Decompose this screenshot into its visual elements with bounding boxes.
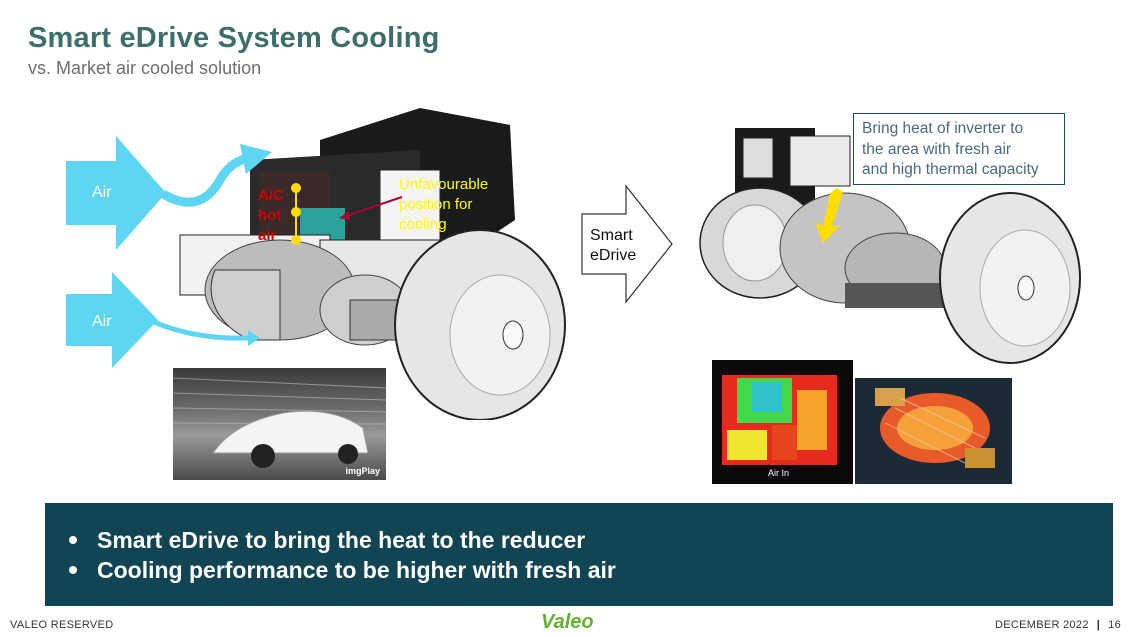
footer-date-page: DECEMBER 2022 | 16 bbox=[995, 619, 1121, 631]
air-bottom-label: Air bbox=[92, 313, 112, 330]
air-in-caption: Air In bbox=[768, 468, 790, 478]
air-arrow-icon bbox=[66, 272, 158, 368]
air-flow-arrow-icon bbox=[160, 144, 272, 207]
bullet-dot-icon bbox=[69, 565, 77, 574]
valeo-logo: Valeo bbox=[541, 611, 594, 633]
footer-separator: | bbox=[1096, 619, 1101, 631]
unfavourable-position-label: Unfavourable position for cooling bbox=[399, 176, 489, 233]
inverter-callout: Bring heat of inverter to the area with … bbox=[853, 113, 1065, 185]
air-arrow-icon bbox=[66, 136, 166, 250]
bullet-item: Cooling performance to be higher with fr… bbox=[69, 555, 1113, 585]
key-message-banner: Smart eDrive to bring the heat to the re… bbox=[45, 503, 1113, 606]
bullet-item: Smart eDrive to bring the heat to the re… bbox=[69, 525, 1113, 555]
slide-title: Smart eDrive System Cooling bbox=[28, 22, 440, 54]
page-number: 16 bbox=[1108, 619, 1121, 631]
hot-air-label: A/C hot air bbox=[258, 187, 284, 244]
air-flow-arrow-icon bbox=[143, 315, 260, 346]
thermal-image: Air In bbox=[712, 360, 853, 484]
smart-edrive-arrow-icon bbox=[581, 184, 673, 304]
footer-confidentiality: VALEO RESERVED bbox=[10, 619, 114, 631]
left-edrive-illustration bbox=[179, 108, 566, 420]
wind-tunnel-photo: imgPlay bbox=[173, 368, 386, 480]
air-top-label: Air bbox=[92, 184, 112, 201]
bullet-dot-icon bbox=[69, 535, 77, 544]
footer-date: DECEMBER 2022 bbox=[994, 619, 1089, 631]
right-edrive-illustration bbox=[699, 128, 1081, 364]
smart-edrive-label: Smart eDrive bbox=[590, 227, 637, 264]
slide-subtitle: vs. Market air cooled solution bbox=[28, 58, 262, 78]
imgplay-watermark: imgPlay bbox=[345, 466, 380, 476]
thermal-simulation-image bbox=[855, 378, 1012, 484]
